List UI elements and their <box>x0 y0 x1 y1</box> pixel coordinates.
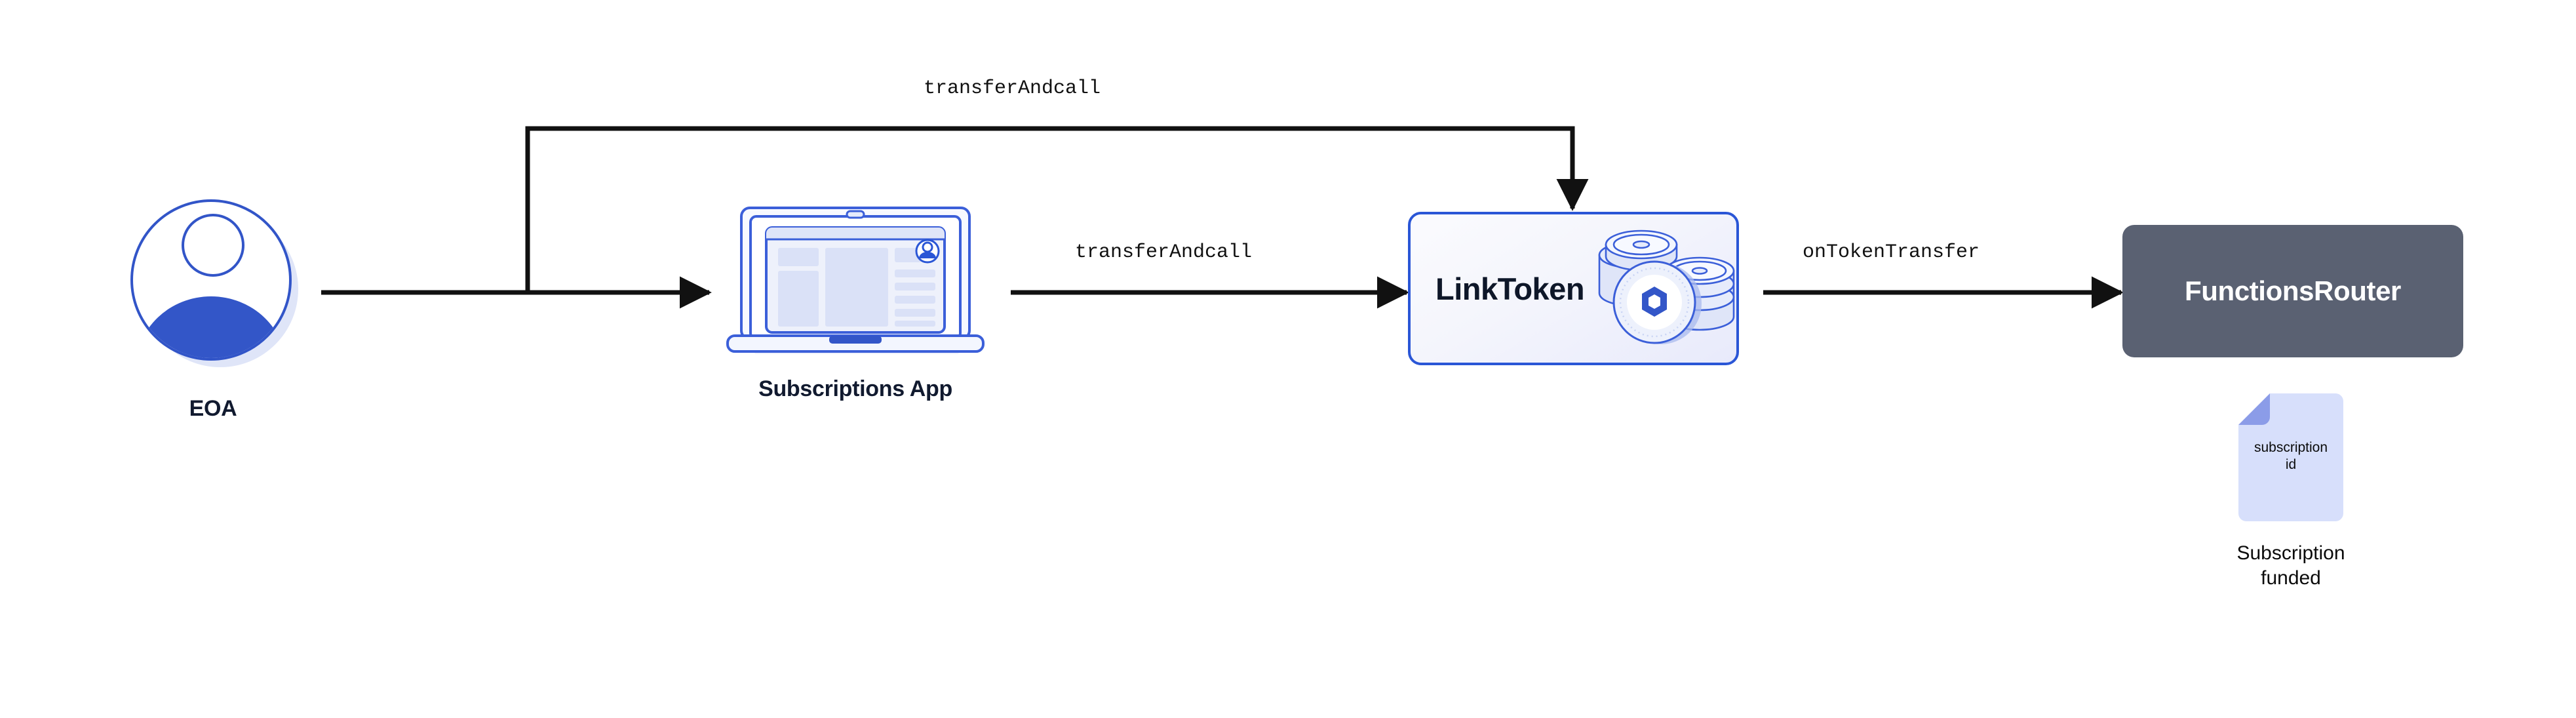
link-coin-stack-icon <box>1598 229 1749 355</box>
document-icon: subscription id <box>2238 393 2343 521</box>
document-caption-line-2: funded <box>2261 567 2321 589</box>
laptop-icon <box>711 190 1000 359</box>
document-icon-text: subscription id <box>2238 439 2343 473</box>
node-linktoken[interactable]: LinkToken <box>1408 212 1739 365</box>
edge-label-on-token-transfer: onTokenTransfer <box>1803 241 1980 264</box>
document-caption-line-1: Subscription <box>2236 542 2345 564</box>
edge-label-transfer-and-call-mid: transferAndcall <box>1075 241 1253 264</box>
node-subscriptions-app[interactable]: Subscriptions App <box>711 190 1000 452</box>
document-text-line-1: subscription <box>2254 440 2328 455</box>
document-text-line-2: id <box>2285 457 2297 472</box>
node-subscription-document-caption: Subscription funded <box>2199 541 2383 591</box>
avatar-disc <box>130 199 292 361</box>
node-eoa[interactable]: EOA <box>105 197 321 459</box>
node-functions-router-label: FunctionsRouter <box>2185 275 2401 306</box>
node-functions-router[interactable]: FunctionsRouter <box>2122 225 2463 357</box>
user-avatar-icon <box>128 197 298 367</box>
avatar-body-shape <box>136 296 286 358</box>
node-subscriptions-app-label: Subscriptions App <box>758 376 952 401</box>
avatar-head-shape <box>182 214 244 277</box>
node-eoa-label: EOA <box>189 396 237 421</box>
functions-router-box: FunctionsRouter <box>2122 225 2463 357</box>
edge-label-transfer-and-call-top: transferAndcall <box>924 77 1101 100</box>
node-linktoken-label: LinkToken <box>1435 271 1585 306</box>
node-subscription-document[interactable]: subscription id Subscription funded <box>2199 393 2383 610</box>
